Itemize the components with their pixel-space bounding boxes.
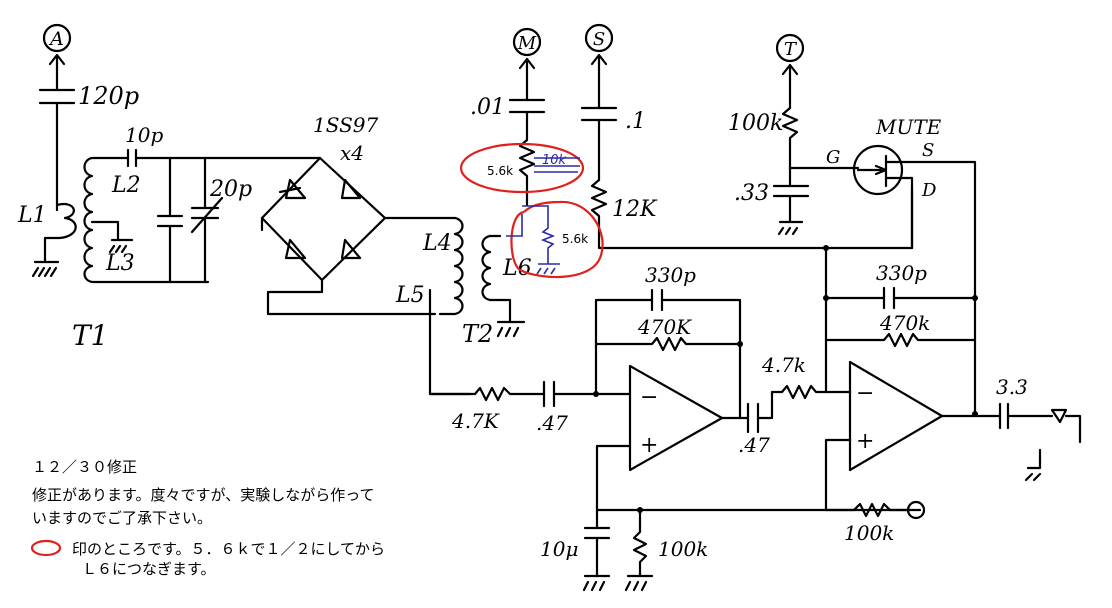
label-47-2: .47 <box>738 433 770 457</box>
terminal-a: A <box>42 23 72 53</box>
label-100k-bias: 100k <box>658 537 708 561</box>
coil-l4-l5 <box>438 216 464 316</box>
label-100k-out: 100k <box>844 521 894 545</box>
svg-text:5.6k: 5.6k <box>487 164 513 178</box>
note-line1: 修正があります。度々ですが、実験しながら作って <box>32 486 375 504</box>
coil-l1 <box>43 202 77 264</box>
label-1ss97: 1SS97 <box>313 113 379 137</box>
label-330p-1: 330p <box>645 263 696 287</box>
svg-text:5.6k: 5.6k <box>562 232 588 246</box>
label-t1: T1 <box>72 319 109 352</box>
label-470k-1: 470K <box>637 315 692 339</box>
label-t2: T2 <box>462 320 493 348</box>
svg-text:A: A <box>48 28 64 50</box>
note-line2: いますのでご了承下さい。 <box>32 509 213 527</box>
opamp-1: − + <box>628 364 724 472</box>
diode-bridge <box>260 156 387 282</box>
label-d: D <box>921 180 937 201</box>
svg-text:−: − <box>856 381 874 406</box>
terminal-t: T <box>775 33 805 63</box>
label-l2: L2 <box>111 173 141 198</box>
mute-fet <box>852 144 912 196</box>
svg-text:+: + <box>856 429 874 454</box>
label-100k-top: 100k <box>728 111 783 136</box>
label-330p-2: 330p <box>876 261 927 285</box>
correction-top: 5.6k 10k <box>459 142 585 194</box>
terminal-s: S <box>584 23 614 53</box>
label-s: S <box>922 140 934 161</box>
correction-bottom: 5.6k <box>506 200 604 279</box>
label-10u: 10μ <box>540 537 578 561</box>
label-1: .1 <box>625 109 646 134</box>
label-g: G <box>826 147 840 168</box>
svg-text:−: − <box>640 385 658 410</box>
svg-text:10k: 10k <box>542 153 567 168</box>
svg-text:M: M <box>517 33 537 54</box>
legend-red-ellipse <box>30 539 62 557</box>
label-47k-1: 4.7K <box>451 409 500 433</box>
terminal-m: M <box>512 27 542 57</box>
label-mute: MUTE <box>875 115 942 139</box>
label-01: .01 <box>470 95 505 120</box>
svg-text:+: + <box>640 433 658 458</box>
label-47-1: .47 <box>536 411 568 435</box>
label-470k-2: 470k <box>879 311 930 335</box>
coil-l2-l3 <box>83 156 112 284</box>
svg-text:S: S <box>593 29 605 50</box>
label-l4: L4 <box>422 231 452 256</box>
label-33out: 3.3 <box>996 375 1028 399</box>
capacitor-120p <box>38 83 76 212</box>
label-l6: L6 <box>502 256 532 281</box>
label-12k: 12K <box>612 197 658 222</box>
label-47k-2: 4.7k <box>761 353 806 377</box>
note-title: １２／３０修正 <box>32 458 138 476</box>
legend-line1: 印のところです。５．６ｋで１／２にしてから <box>72 540 386 558</box>
svg-text:T: T <box>784 39 798 60</box>
label-l5: L5 <box>395 283 425 308</box>
label-l3: L3 <box>105 251 135 276</box>
coil-l6 <box>481 234 512 324</box>
legend-line2: Ｌ６につなぎます。 <box>82 560 216 578</box>
label-l1: L1 <box>17 203 47 228</box>
label-20p: 20p <box>209 177 252 202</box>
label-10p: 10p <box>125 123 163 147</box>
label-33: .33 <box>734 181 769 206</box>
label-120p: 120p <box>78 82 139 110</box>
label-x4: x4 <box>340 141 364 165</box>
opamp-2: − + <box>848 360 944 472</box>
